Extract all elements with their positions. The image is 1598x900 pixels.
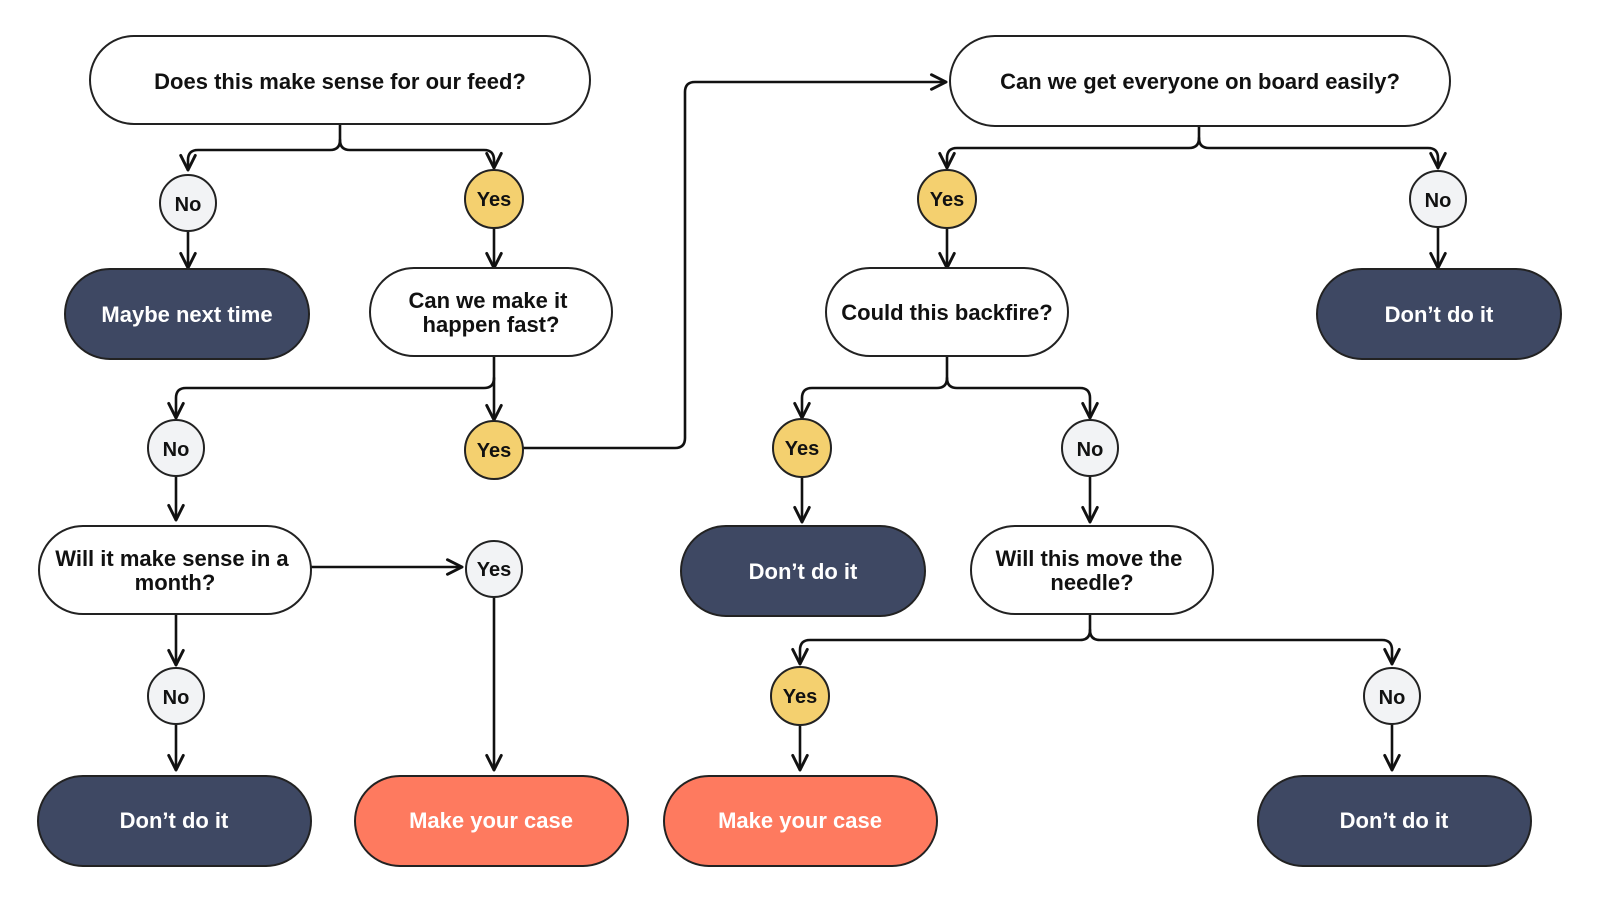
- question-needle-line-1: Will this move the: [996, 546, 1183, 571]
- connector-feed-to-no: [179, 122, 342, 172]
- answer-yes-1-label: Yes: [477, 189, 511, 211]
- answer-yes-6: Yes: [770, 666, 830, 726]
- answer-yes-3: Yes: [465, 540, 523, 598]
- outcome-make-your-case-right: Make your case: [663, 775, 938, 867]
- outcome-dont-do-it-bottom-right-label: Don’t do it: [1340, 808, 1449, 833]
- answer-yes-2-label: Yes: [477, 440, 511, 462]
- answer-yes-2: Yes: [464, 420, 524, 480]
- answer-yes-4-label: Yes: [930, 189, 964, 211]
- connector-board-to-no: [1197, 136, 1447, 170]
- outcome-dont-do-it-mid-label: Don’t do it: [749, 559, 858, 584]
- connector-needle-to-yes: [791, 612, 1092, 666]
- connector-feed-to-yes: [338, 138, 503, 170]
- question-feed: Does this make sense for our feed?: [89, 35, 591, 125]
- answer-no-6-label: No: [1379, 687, 1406, 709]
- answer-yes-5-label: Yes: [785, 438, 819, 460]
- answer-no-4-label: No: [1425, 190, 1452, 212]
- answer-no-5: No: [1061, 419, 1119, 477]
- answer-no-5-label: No: [1077, 439, 1104, 461]
- answer-no-3-label: No: [163, 687, 190, 709]
- outcome-make-your-case-right-label: Make your case: [718, 808, 882, 833]
- question-month: Will it make sense in a month?: [38, 525, 312, 615]
- answer-no-1: No: [159, 174, 217, 232]
- question-needle: Will this move the needle?: [970, 525, 1214, 615]
- connector-backfire-to-yes: [793, 354, 949, 420]
- outcome-dont-do-it-mid: Don’t do it: [680, 525, 926, 617]
- question-fast: Can we make it happen fast?: [369, 267, 613, 357]
- answer-no-2-label: No: [163, 439, 190, 461]
- question-fast-line-2: happen fast?: [423, 312, 560, 337]
- svg-text:Will it make sense in a: Will it make sense in a month?: [55, 546, 294, 595]
- outcome-dont-do-it-left: Don’t do it: [37, 775, 312, 867]
- outcome-dont-do-it-bottom-right: Don’t do it: [1257, 775, 1532, 867]
- answer-yes-1: Yes: [464, 169, 524, 229]
- answer-yes-3-label: Yes: [477, 559, 511, 581]
- question-fast-line-1: Can we make it: [408, 288, 568, 313]
- connector-backfire-to-no: [945, 376, 1099, 420]
- question-backfire: Could this backfire?: [825, 267, 1069, 357]
- answer-no-3: No: [147, 667, 205, 725]
- question-month-line-2: month?: [135, 570, 216, 595]
- answer-yes-5: Yes: [772, 418, 832, 478]
- outcome-make-your-case-left-label: Make your case: [409, 808, 573, 833]
- answer-yes-4: Yes: [917, 169, 977, 229]
- outcome-dont-do-it-left-label: Don’t do it: [120, 808, 229, 833]
- svg-text:Will this move the needl: Will this move the needle?: [996, 546, 1189, 595]
- question-feed-label: Does this make sense for our feed?: [154, 69, 526, 94]
- outcome-make-your-case-left: Make your case: [354, 775, 629, 867]
- svg-text:Can we make it happen fa: Can we make it happen fast?: [408, 288, 573, 337]
- answer-no-4: No: [1409, 170, 1467, 228]
- answer-no-2: No: [147, 419, 205, 477]
- connector-yes-to-board: [520, 73, 948, 450]
- connector-needle-to-no: [1088, 628, 1401, 666]
- outcome-maybe-next-time: Maybe next time: [64, 268, 310, 360]
- answer-no-1-label: No: [175, 194, 202, 216]
- question-month-line-1: Will it make sense in a: [55, 546, 289, 571]
- connector-fast-to-no: [167, 354, 496, 420]
- answer-yes-6-label: Yes: [783, 686, 817, 708]
- connector-board-to-yes: [938, 124, 1201, 170]
- question-board-label: Can we get everyone on board easily?: [1000, 69, 1400, 94]
- question-backfire-label: Could this backfire?: [841, 300, 1052, 325]
- question-needle-line-2: needle?: [1050, 570, 1133, 595]
- outcome-maybe-next-time-label: Maybe next time: [101, 302, 272, 327]
- outcome-dont-do-it-top-right: Don’t do it: [1316, 268, 1562, 360]
- answer-no-6: No: [1363, 667, 1421, 725]
- outcome-dont-do-it-top-right-label: Don’t do it: [1385, 302, 1494, 327]
- question-board: Can we get everyone on board easily?: [949, 35, 1451, 127]
